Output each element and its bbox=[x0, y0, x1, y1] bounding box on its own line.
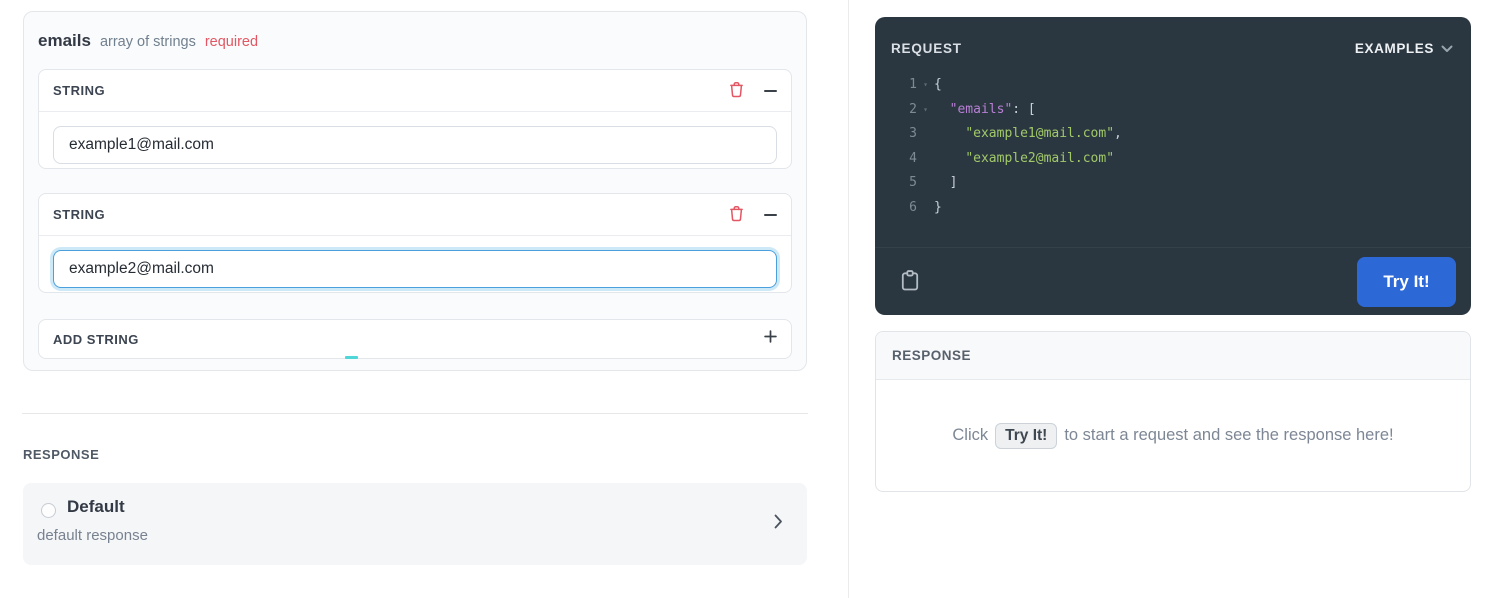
code-line: 5 ] bbox=[875, 171, 1471, 196]
line-number: 6 bbox=[909, 199, 917, 215]
collapse-item-button[interactable] bbox=[764, 89, 777, 92]
line-number: 5 bbox=[909, 175, 917, 190]
field-name: emails bbox=[38, 31, 91, 50]
trash-icon bbox=[729, 205, 744, 225]
json-punct: ] bbox=[949, 175, 958, 190]
add-string-button[interactable]: ADD STRING bbox=[38, 319, 792, 359]
string-value-input-1[interactable] bbox=[53, 126, 777, 164]
delete-item-button[interactable] bbox=[729, 205, 744, 225]
response-placeholder-message: Click Try It! to start a request and see… bbox=[952, 422, 1394, 449]
line-number: 2 bbox=[909, 101, 917, 117]
string-item-2: STRING bbox=[38, 193, 792, 293]
chevron-right-icon bbox=[774, 514, 783, 534]
plus-icon bbox=[764, 330, 777, 348]
field-title-row: emails array of strings required bbox=[38, 31, 258, 51]
line-number: 3 bbox=[909, 126, 917, 141]
string-value-input-2[interactable] bbox=[53, 250, 777, 288]
string-item-label: STRING bbox=[53, 83, 106, 98]
placeholder-prefix: Click bbox=[952, 426, 989, 444]
code-indent bbox=[934, 122, 965, 147]
string-item-1: STRING bbox=[38, 69, 792, 169]
try-it-kbd-badge: Try It! bbox=[995, 422, 1058, 449]
json-punct: , bbox=[1114, 126, 1122, 141]
json-string: "example1@mail.com" bbox=[965, 126, 1115, 141]
radio-circle-icon[interactable] bbox=[41, 503, 56, 518]
json-punct: { bbox=[934, 77, 942, 92]
string-item-2-header: STRING bbox=[39, 194, 791, 236]
fold-icon bbox=[917, 196, 934, 221]
fold-icon bbox=[917, 147, 934, 172]
line-number: 4 bbox=[909, 150, 917, 166]
code-line: 3 "example1@mail.com" , bbox=[875, 122, 1471, 147]
request-footer: Try It! bbox=[875, 247, 1471, 315]
request-header: REQUEST EXAMPLES bbox=[875, 17, 1471, 56]
field-type: array of strings bbox=[99, 34, 196, 50]
json-key: "emails" bbox=[949, 101, 1013, 117]
code-line: 6 } bbox=[875, 196, 1471, 221]
request-title: REQUEST bbox=[891, 41, 962, 56]
code-indent bbox=[934, 171, 950, 196]
clipboard-icon bbox=[901, 269, 919, 295]
fold-icon bbox=[917, 171, 934, 196]
request-body-editor[interactable]: 1 ▾ { 2 ▾ "emails" : [ 3 "exam bbox=[875, 73, 1471, 220]
section-divider bbox=[22, 413, 808, 414]
line-number: 1 bbox=[909, 77, 917, 92]
response-panel-body: Click Try It! to start a request and see… bbox=[876, 380, 1470, 491]
response-option-default[interactable]: Default default response bbox=[23, 483, 807, 565]
response-section-label: RESPONSE bbox=[23, 447, 100, 462]
json-punct: : [ bbox=[1012, 101, 1036, 117]
string-item-label: STRING bbox=[53, 207, 106, 222]
placeholder-suffix: to start a request and see the response … bbox=[1064, 426, 1394, 444]
fold-icon: ▾ bbox=[923, 104, 928, 114]
string-item-1-header: STRING bbox=[39, 70, 791, 112]
copy-request-button[interactable] bbox=[901, 269, 919, 295]
json-punct: } bbox=[934, 199, 942, 215]
code-line: 4 "example2@mail.com" bbox=[875, 147, 1471, 172]
response-option-title: Default bbox=[67, 497, 125, 516]
field-required-badge: required bbox=[204, 34, 259, 50]
request-panel: REQUEST EXAMPLES 1 ▾ { 2 bbox=[875, 17, 1471, 315]
json-string: "example2@mail.com" bbox=[965, 150, 1115, 166]
examples-label: EXAMPLES bbox=[1354, 41, 1434, 56]
response-panel-header: RESPONSE bbox=[876, 332, 1470, 380]
column-divider bbox=[848, 0, 849, 598]
add-string-label: ADD STRING bbox=[53, 331, 139, 347]
minus-icon bbox=[764, 89, 777, 92]
delete-item-button[interactable] bbox=[729, 81, 744, 101]
minus-icon bbox=[764, 213, 777, 216]
emails-field-card: emails array of strings required STRING bbox=[23, 11, 807, 371]
collapse-item-button[interactable] bbox=[764, 213, 777, 216]
fold-icon: ▾ bbox=[923, 80, 928, 89]
code-indent bbox=[934, 147, 965, 172]
examples-dropdown[interactable]: EXAMPLES bbox=[1355, 41, 1453, 56]
code-indent bbox=[934, 98, 950, 123]
trash-icon bbox=[729, 81, 744, 101]
code-line: 2 ▾ "emails" : [ bbox=[875, 98, 1471, 123]
response-panel-title: RESPONSE bbox=[892, 348, 972, 363]
response-option-description: default response bbox=[37, 527, 148, 544]
fold-icon bbox=[917, 122, 934, 147]
try-it-button[interactable]: Try It! bbox=[1357, 256, 1456, 307]
loading-indicator bbox=[345, 356, 358, 359]
chevron-down-icon bbox=[1441, 41, 1453, 56]
response-panel: RESPONSE Click Try It! to start a reques… bbox=[875, 331, 1471, 492]
code-line: 1 ▾ { bbox=[875, 73, 1471, 98]
